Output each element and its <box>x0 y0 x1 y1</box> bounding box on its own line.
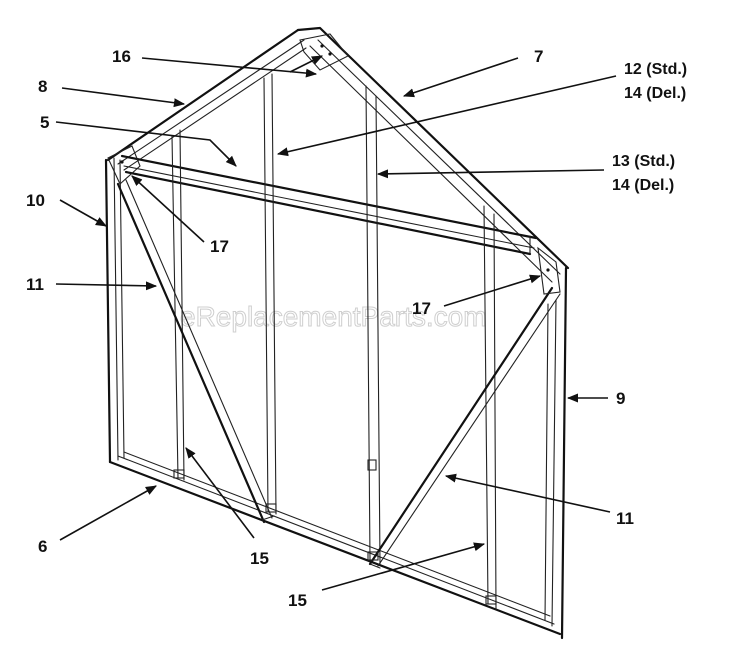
stud-3 <box>365 85 381 565</box>
stud-4 <box>483 205 497 611</box>
stud-clips <box>173 459 497 605</box>
leader-17a <box>131 175 205 243</box>
left-rafter <box>106 28 307 171</box>
stud-1 <box>171 129 185 481</box>
leader-16a <box>141 57 318 78</box>
right-diagonal-brace <box>368 286 561 569</box>
callout-leaders <box>55 55 617 591</box>
callout-17-left: 17 <box>210 237 229 256</box>
callout-16: 16 <box>112 47 131 66</box>
leader-16b <box>289 55 324 73</box>
callout-13-del: 14 (Del.) <box>612 177 674 194</box>
leader-6 <box>59 485 157 541</box>
callout-15-left: 15 <box>250 549 269 568</box>
leader-11a <box>55 281 158 291</box>
callout-6: 6 <box>38 537 47 556</box>
right-post <box>544 266 568 640</box>
callout-labels: 16 7 12 (Std.) 14 (Del.) 8 5 13 (Std.) 1… <box>26 47 687 610</box>
left-post <box>104 157 125 464</box>
leader-13 <box>376 169 605 179</box>
callout-12-del: 14 (Del.) <box>624 85 686 102</box>
leader-10 <box>59 199 107 227</box>
callout-17-right: 17 <box>412 299 431 318</box>
callout-8: 8 <box>38 77 47 96</box>
leader-15b <box>321 542 486 591</box>
callout-13-std: 13 (Std.) <box>612 153 675 170</box>
callout-15-right: 15 <box>288 591 307 610</box>
leader-8 <box>61 87 186 108</box>
wall-frame <box>104 26 570 640</box>
peak-gusset <box>299 33 349 71</box>
callout-11-right: 11 <box>616 509 634 528</box>
right-corner-gusset <box>537 246 561 295</box>
leader-11b <box>444 473 611 513</box>
leader-17b <box>443 274 542 307</box>
watermark-text: eReplacementParts.com <box>180 301 487 332</box>
callout-7: 7 <box>534 47 543 66</box>
leader-15a <box>185 447 255 539</box>
right-rafter <box>296 26 570 283</box>
callout-12-std: 12 (Std.) <box>624 61 687 78</box>
callout-9: 9 <box>616 389 625 408</box>
callout-10: 10 <box>26 191 45 210</box>
callout-11-left: 11 <box>26 275 44 294</box>
left-corner-gusset <box>107 145 141 185</box>
leader-5 <box>55 121 237 167</box>
leader-7 <box>402 57 519 98</box>
left-diagonal-brace <box>116 179 275 524</box>
callout-5: 5 <box>40 113 49 132</box>
stud-2 <box>263 73 277 515</box>
leader-12 <box>276 75 617 157</box>
cross-beam <box>120 154 538 256</box>
bottom-sill <box>108 451 562 636</box>
